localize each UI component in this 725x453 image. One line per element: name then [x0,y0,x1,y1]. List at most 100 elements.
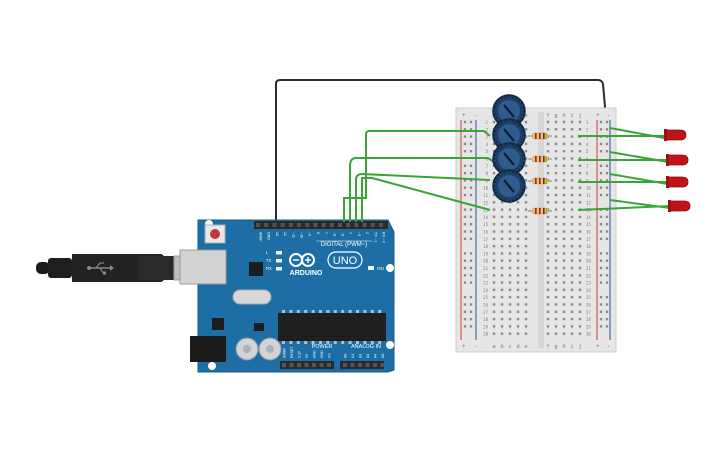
rail-hole[interactable] [599,296,603,299]
rail-hole[interactable] [463,208,467,211]
red-led[interactable] [666,154,689,166]
signal-wires[interactable] [343,127,671,222]
bb-hole[interactable] [570,164,574,167]
rail-hole[interactable] [599,303,603,306]
rail-hole[interactable] [463,186,467,189]
header-pin[interactable] [329,223,334,227]
bb-hole[interactable] [570,325,574,328]
reset-button-cap[interactable] [210,229,220,239]
bb-hole[interactable] [570,237,574,240]
bb-hole[interactable] [524,186,528,189]
bb-hole[interactable] [570,244,574,248]
bb-hole[interactable] [524,201,528,204]
resistor[interactable] [528,207,552,215]
header-pin[interactable] [338,223,342,227]
bb-hole[interactable] [562,171,566,175]
bb-hole[interactable] [578,274,582,277]
bb-hole[interactable] [570,310,574,313]
rail-hole[interactable] [463,142,467,146]
rail-hole[interactable] [605,120,609,124]
bb-hole[interactable] [554,164,558,167]
bb-hole[interactable] [524,266,528,270]
bb-hole[interactable] [492,266,496,270]
bb-hole[interactable] [554,259,558,262]
rail-hole[interactable] [469,135,473,138]
bb-hole[interactable] [554,171,558,175]
bb-hole[interactable] [524,230,528,233]
rail-hole[interactable] [605,142,609,146]
header-pin[interactable] [297,363,301,367]
header-pin[interactable] [280,223,285,227]
rail-hole[interactable] [599,179,603,182]
header-pin[interactable] [297,223,301,227]
header-pin[interactable] [282,363,286,367]
potentiometer[interactable] [492,118,526,152]
bb-hole[interactable] [554,179,558,182]
rail-hole[interactable] [599,215,603,219]
bb-hole[interactable] [546,303,550,306]
header-pin[interactable] [358,363,362,367]
bb-hole[interactable] [554,223,558,226]
rail-hole[interactable] [599,317,603,321]
led-gnd-wire[interactable] [609,127,665,139]
bb-hole[interactable] [508,296,512,299]
rail-hole[interactable] [463,317,467,321]
rail-hole[interactable] [463,281,467,284]
rail-hole[interactable] [463,266,467,270]
bb-hole[interactable] [546,201,550,204]
bb-hole[interactable] [570,259,574,262]
bb-hole[interactable] [562,274,566,277]
bb-hole[interactable] [524,332,528,335]
digital-header[interactable] [254,221,388,229]
rail-hole[interactable] [605,303,609,306]
bb-hole[interactable] [546,193,550,197]
bb-hole[interactable] [500,274,504,277]
header-pin[interactable] [346,223,351,227]
bb-hole[interactable] [562,310,566,313]
bb-hole[interactable] [562,150,566,153]
bb-hole[interactable] [524,303,528,306]
header-pin[interactable] [304,363,309,367]
bb-hole[interactable] [546,244,550,248]
bb-hole[interactable] [562,157,566,160]
rail-hole[interactable] [469,310,473,313]
bb-hole[interactable] [554,135,558,138]
rail-hole[interactable] [599,171,603,175]
header-pin[interactable] [350,363,355,367]
bb-hole[interactable] [578,325,582,328]
potentiometer[interactable] [492,169,526,203]
bb-hole[interactable] [562,332,566,335]
rail-hole[interactable] [469,230,473,233]
resistor[interactable] [528,155,552,163]
bb-hole[interactable] [500,325,504,328]
bb-hole[interactable] [500,259,504,262]
rail-hole[interactable] [469,215,473,219]
wire-pin-5[interactable] [349,157,495,222]
rail-hole[interactable] [605,171,609,175]
rail-hole[interactable] [599,128,603,131]
bb-hole[interactable] [546,150,550,153]
bb-hole[interactable] [554,142,558,146]
bb-hole[interactable] [524,310,528,313]
bb-hole[interactable] [554,310,558,313]
rail-hole[interactable] [599,259,603,262]
bb-hole[interactable] [562,142,566,146]
bb-hole[interactable] [546,186,550,189]
rail-hole[interactable] [469,208,473,211]
bb-hole[interactable] [500,201,504,204]
bb-hole[interactable] [492,201,496,204]
rail-hole[interactable] [469,120,473,124]
bb-hole[interactable] [508,325,512,328]
bb-hole[interactable] [524,171,528,175]
rail-hole[interactable] [463,237,467,240]
bb-hole[interactable] [562,288,566,292]
bb-hole[interactable] [578,303,582,306]
bb-hole[interactable] [546,128,550,131]
rail-hole[interactable] [463,223,467,226]
bb-hole[interactable] [516,208,520,211]
bb-hole[interactable] [562,259,566,262]
bb-hole[interactable] [524,142,528,146]
bb-hole[interactable] [492,150,496,153]
bb-hole[interactable] [492,310,496,313]
